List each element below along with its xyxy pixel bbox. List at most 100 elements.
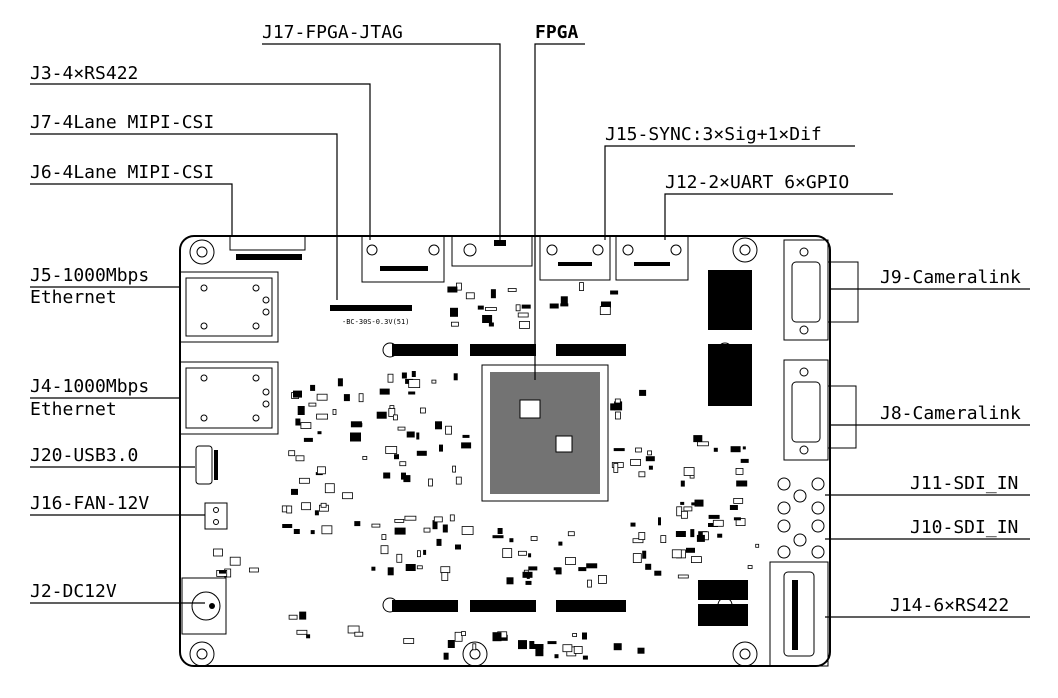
label-j15: J15-SYNC:3×Sig+1×Dif <box>605 124 822 145</box>
smd-component <box>742 446 746 450</box>
smd-component <box>729 505 738 510</box>
smd-component <box>316 466 326 475</box>
smd-component <box>680 480 685 487</box>
smd-component <box>492 632 502 642</box>
smd-component <box>637 647 645 654</box>
j5-ethernet-connector <box>179 271 279 343</box>
smd-component <box>321 525 333 535</box>
smd-component <box>408 379 421 389</box>
smd-component <box>528 566 538 571</box>
smd-component <box>219 570 226 574</box>
smd-component <box>296 629 308 635</box>
smd-component <box>387 373 394 383</box>
smd-component <box>613 462 619 473</box>
smd-component <box>453 373 458 381</box>
smd-component <box>441 572 449 581</box>
smd-component <box>507 288 517 292</box>
smd-component <box>740 458 749 463</box>
smd-component <box>403 475 411 483</box>
smd-component <box>295 418 301 426</box>
smd-component <box>681 510 688 519</box>
smd-component <box>747 565 753 569</box>
label-j17: J17-FPGA-JTAG <box>262 22 403 43</box>
smd-component <box>303 437 313 442</box>
smd-component <box>697 441 709 447</box>
j20-usb-connector <box>195 445 218 485</box>
smd-component <box>436 538 442 546</box>
smd-component <box>660 535 667 543</box>
smd-component <box>579 282 584 292</box>
smd-component <box>362 455 368 460</box>
smd-component <box>300 422 312 430</box>
smd-component <box>404 515 417 521</box>
smd-component <box>599 306 611 316</box>
smd-component <box>376 411 387 419</box>
smd-component <box>443 652 449 660</box>
smd-component <box>401 472 406 480</box>
smd-component <box>610 403 616 411</box>
smd-component <box>518 550 527 556</box>
smd-component <box>394 519 405 523</box>
smd-component <box>694 499 704 507</box>
smd-component <box>394 454 399 460</box>
smd-component <box>635 447 642 453</box>
smd-component <box>582 655 588 660</box>
smd-component <box>578 567 587 572</box>
smd-component <box>314 510 319 516</box>
smd-component <box>708 514 720 519</box>
smd-component <box>521 304 531 309</box>
smd-component <box>630 522 636 527</box>
smd-component <box>350 432 361 442</box>
smd-component <box>477 305 484 310</box>
label-j11: J11-SDI_IN <box>910 473 1018 494</box>
smd-component <box>316 413 329 420</box>
smd-component <box>567 531 575 537</box>
smd-component <box>613 643 622 651</box>
smd-component <box>712 519 724 527</box>
smd-component <box>730 446 741 453</box>
smd-component <box>690 529 695 538</box>
smd-component <box>532 644 544 649</box>
mipi-part-mark: -BC-30S-0.3V(51) <box>342 318 409 326</box>
smd-component <box>654 570 662 576</box>
smd-component <box>381 534 387 540</box>
smd-component <box>354 521 361 527</box>
smd-component <box>440 566 451 574</box>
smd-component <box>282 524 293 528</box>
smd-component <box>528 553 532 558</box>
smd-component <box>213 548 223 557</box>
smd-component <box>461 631 466 636</box>
smd-component <box>392 414 398 421</box>
smd-component <box>525 580 532 585</box>
smd-component <box>529 641 535 649</box>
smd-component <box>337 378 343 387</box>
smd-component <box>558 541 563 546</box>
smd-component <box>388 408 396 417</box>
smd-component <box>447 640 455 648</box>
smd-component <box>293 529 300 534</box>
smd-component <box>371 566 376 571</box>
j3-rs422-connector <box>361 235 445 283</box>
j11-sdi-connector <box>777 477 825 515</box>
smd-component <box>435 421 442 430</box>
smd-component <box>454 631 463 642</box>
smd-component <box>416 565 423 570</box>
smd-component <box>394 527 406 535</box>
smd-component <box>320 502 327 508</box>
smd-component <box>582 632 587 640</box>
smd-component <box>572 633 577 637</box>
smd-component <box>286 505 293 514</box>
label-j6: J6-4Lane MIPI-CSI <box>30 162 214 183</box>
smd-component <box>229 556 241 566</box>
j16-fan-connector <box>204 502 228 530</box>
smd-component <box>497 528 503 534</box>
smd-component <box>306 634 311 639</box>
smd-component <box>423 527 431 533</box>
j2-dc-connector <box>181 577 227 635</box>
label-j3: J3-4×RS422 <box>30 63 138 84</box>
smd-component <box>736 480 748 487</box>
smd-component <box>310 384 316 391</box>
j15-sync-connector <box>539 235 611 281</box>
smd-component <box>316 393 328 401</box>
smd-component <box>465 292 475 300</box>
